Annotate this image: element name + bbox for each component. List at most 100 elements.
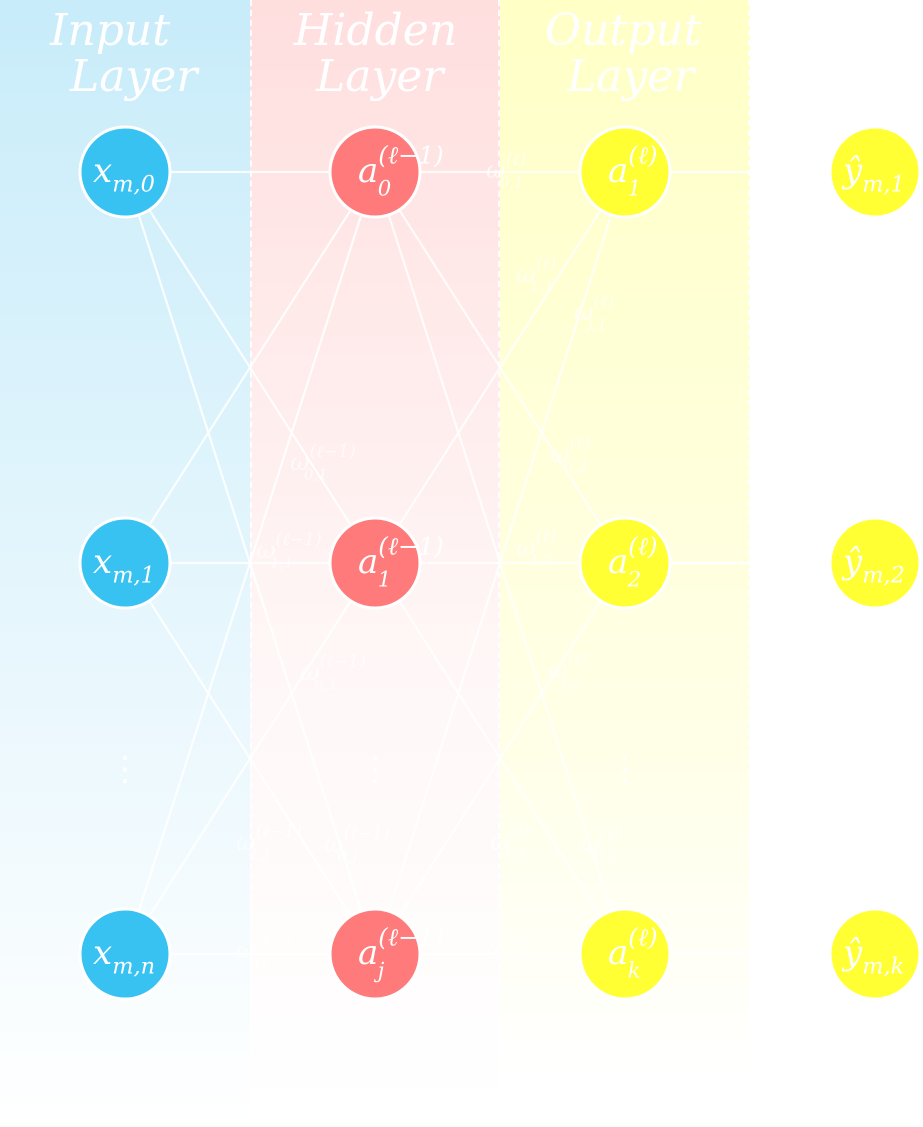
weight-w-n-1-in: ω(ℓ−1)n,1	[300, 652, 366, 694]
weight-w-0-1-in-sup: (ℓ−1)	[310, 442, 356, 462]
weight-w-j-2-out-sup: (ℓ)	[568, 650, 589, 670]
ellipsis-hidden: ⋮	[358, 749, 392, 789]
weight-w-n-j-in-base: ω	[236, 936, 256, 964]
input-node-2-circle	[78, 907, 172, 1001]
output-node-0-label-sub: 1	[628, 176, 641, 201]
edge-hidden-2-output-0	[373, 171, 627, 955]
svg-text:ω(ℓ)1,2: ω(ℓ) 1,2	[516, 527, 556, 569]
prediction-node-0-label: ŷm,1	[841, 151, 905, 198]
ellipsis-output: ⋮	[608, 749, 642, 789]
input-node-2-label-sub: m,n	[112, 954, 155, 980]
edge-input-1-hidden-0	[124, 171, 376, 564]
input-layer-title: Input Layer	[50, 8, 197, 100]
svg-text:xm,n: xm,n	[93, 933, 155, 980]
svg-text:ŷm,k: ŷm,k	[841, 933, 904, 980]
weight-w-0-k-out-base: ω	[580, 830, 600, 858]
weight-w-j-1-out-sup: (ℓ)	[594, 292, 615, 312]
weight-w-0-1-out-sup: (ℓ)	[506, 150, 527, 170]
svg-text:a(ℓ−1)j: a(ℓ−1)j	[358, 922, 444, 982]
prediction-node-0-circle	[828, 125, 922, 219]
svg-text:a(ℓ−1)1: a(ℓ−1)1	[358, 531, 444, 591]
weight-w-0-1-out-base: ω	[486, 156, 506, 184]
ellipses: ⋮⋮⋮	[108, 749, 642, 789]
output-node-0-label: a(ℓ)1	[608, 140, 658, 200]
svg-text:a(ℓ)2: a(ℓ) 2	[608, 531, 658, 591]
prediction-node-2-circle	[828, 907, 922, 1001]
weight-w-0-1-in-sub: 0,1	[304, 466, 328, 484]
hidden-node-0-label-base: a	[358, 151, 378, 191]
hidden-layer-title-line1: Hidden	[294, 5, 458, 56]
weight-w-1-j-in-sub: 1,j	[250, 846, 269, 864]
weight-w-0-2-out-sub: 0,2	[564, 458, 588, 476]
weight-w-0-1-in-base: ω	[290, 448, 310, 476]
nodes: xm,0xm,1xm,na(ℓ−1)0a(ℓ−1)1a(ℓ−1)ja(ℓ)1a(…	[78, 125, 922, 1001]
svg-text:ω(ℓ)1,k: ω(ℓ)1,k	[490, 822, 530, 864]
weight-w-1-j-in-base: ω	[236, 828, 256, 856]
prediction-node-0: ŷm,1	[828, 125, 922, 219]
output-node-0: a(ℓ)1	[578, 125, 672, 219]
edge-hidden-2-output-1	[374, 562, 626, 955]
weight-w-1-1-in-sub: 1,1	[270, 554, 294, 572]
hidden-node-2: a(ℓ−1)j	[328, 907, 444, 1001]
output-node-1-label-sup: (ℓ)	[628, 531, 657, 560]
hidden-node-0-label-sub: 0	[378, 176, 391, 201]
weight-w-0-1-out-sub: 0,1	[500, 174, 524, 192]
svg-text:ω(ℓ−1)0,j: ω(ℓ−1)0,j	[324, 824, 390, 866]
input-layer-title-line2: Layer	[70, 51, 198, 102]
prediction-node-1-label-base: ŷ	[841, 542, 863, 582]
svg-text:ω(ℓ−1)n,j: ω(ℓ−1)n,j	[236, 930, 302, 972]
hidden-node-2-label-sub: j	[374, 958, 385, 983]
weight-w-0-j-in-sub: 0,j	[338, 848, 357, 866]
svg-text:ω(ℓ)0,2: ω(ℓ) 0,2	[550, 434, 590, 476]
weight-w-j-2-out-base: ω	[548, 656, 568, 684]
input-node-0-label-sub: m,0	[112, 172, 155, 198]
weight-w-1-2-out-sub: 1,2	[530, 551, 554, 569]
hidden-node-1-label-sub: 1	[378, 567, 391, 592]
weight-w-n-1-in-sup: (ℓ−1)	[320, 652, 366, 672]
input-node-1: xm,1	[78, 516, 172, 610]
output-node-2-circle	[578, 907, 672, 1001]
weight-w-1-1-out-base: ω	[516, 260, 536, 288]
hidden-node-0: a(ℓ−1)0	[328, 125, 444, 219]
weight-w-1-2-out: ω(ℓ) 1,2	[516, 527, 556, 569]
prediction-node-1: ŷm,2	[828, 516, 922, 610]
weight-w-1-1-out: ω(ℓ)1,1	[516, 254, 556, 296]
output-node-2: a(ℓ)k	[578, 907, 672, 1001]
weight-w-1-j-in: ω(ℓ−1)1,j	[236, 822, 302, 864]
weight-w-1-k-out-sup: (ℓ)	[510, 822, 531, 842]
output-node-1-label-sub: 2	[627, 567, 641, 592]
output-layer-title: Output Layer	[545, 8, 701, 100]
weight-w-0-2-out-base: ω	[550, 440, 570, 468]
input-node-0-label-base: x	[93, 151, 112, 191]
prediction-node-2-label: ŷm,k	[841, 933, 904, 980]
edge-input-2-hidden-1	[124, 562, 376, 955]
svg-text:ω(ℓ−1)1,1: ω(ℓ−1)1,1	[256, 530, 322, 572]
weight-w-0-2-out-sup: (ℓ)	[570, 434, 591, 454]
weight-w-1-2-out-sup: (ℓ)	[536, 527, 557, 547]
weight-w-1-1-in-sup: (ℓ−1)	[276, 530, 322, 550]
hidden-node-2-circle	[328, 907, 422, 1001]
svg-text:xm,1: xm,1	[93, 542, 155, 589]
input-node-2-label: xm,n	[93, 933, 155, 980]
output-layer-title-line1: Output	[545, 5, 702, 56]
hidden-node-1-label-base: a	[358, 542, 378, 582]
prediction-node-2-label-sub: m,k	[862, 954, 904, 980]
weight-w-1-1-in: ω(ℓ−1)1,1	[256, 530, 322, 572]
output-layer-title-line2: Layer	[567, 51, 695, 102]
svg-text:ω(ℓ−1)1,j: ω(ℓ−1)1,j	[236, 822, 302, 864]
prediction-node-1-circle	[828, 516, 922, 610]
svg-text:xm,0: xm,0	[93, 151, 155, 198]
output-node-2-label: a(ℓ)k	[608, 922, 658, 982]
weight-w-0-2-out: ω(ℓ) 0,2	[550, 434, 590, 476]
hidden-node-0-circle	[328, 125, 422, 219]
weight-w-j-k-out-sub: j,k	[497, 954, 518, 972]
weight-w-0-1-out: ω(ℓ) 0,1	[486, 150, 526, 192]
weight-w-1-1-out-sup: (ℓ)	[536, 254, 557, 274]
weight-w-j-1-out-sub: j,1	[585, 316, 607, 334]
output-node-1-label-base: a	[608, 542, 628, 582]
svg-text:ω(ℓ)j,1: ω(ℓ)j,1	[574, 292, 614, 334]
weight-w-j-2-out-sub: j,2	[559, 674, 581, 692]
weight-w-n-1-in-sub: n,1	[314, 676, 338, 694]
weight-w-1-2-out-base: ω	[516, 533, 536, 561]
